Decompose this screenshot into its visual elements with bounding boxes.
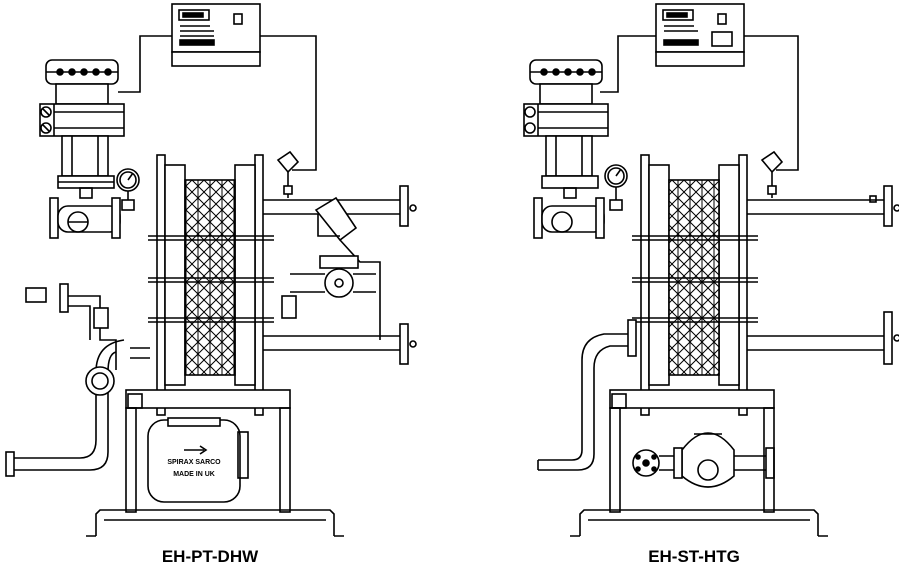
sensor-wire [260, 35, 317, 171]
unit-eh-st-htg [523, 3, 899, 537]
signal-wire [118, 35, 172, 93]
skid-frame [86, 407, 344, 537]
controller-panel [171, 3, 261, 67]
caption-right: EH-ST-HTG [648, 547, 740, 566]
caption-left: EH-PT-DHW [162, 547, 259, 566]
valve-actuator [39, 59, 125, 199]
trap-origin-text: MADE IN UK [173, 471, 215, 478]
steam-trap-2 [632, 432, 775, 488]
plate-heat-exchanger [125, 154, 291, 416]
secondary-pipework [263, 185, 417, 365]
secondary-pipework-2 [747, 185, 899, 365]
unit-eh-pt-dhw [5, 3, 417, 537]
condensate-pipework [5, 283, 150, 477]
condensate-pipework-2 [537, 319, 637, 471]
signal-wire-2 [600, 35, 656, 93]
pressure-gauge-2 [604, 164, 628, 211]
trap-brand-text: SPIRAX SARCO [167, 459, 221, 466]
controller-panel-2 [655, 3, 745, 67]
valve-actuator-2 [523, 59, 609, 199]
pressure-gauge [116, 168, 140, 211]
control-valve-2 [533, 197, 605, 239]
skid-frame-2 [570, 407, 828, 537]
plate-heat-exchanger-2 [609, 154, 775, 416]
temperature-sensor-2 [760, 150, 784, 198]
steam-trap [147, 417, 249, 503]
control-valve [49, 197, 121, 239]
sensor-wire-2 [744, 35, 799, 171]
temperature-sensor [276, 150, 300, 198]
